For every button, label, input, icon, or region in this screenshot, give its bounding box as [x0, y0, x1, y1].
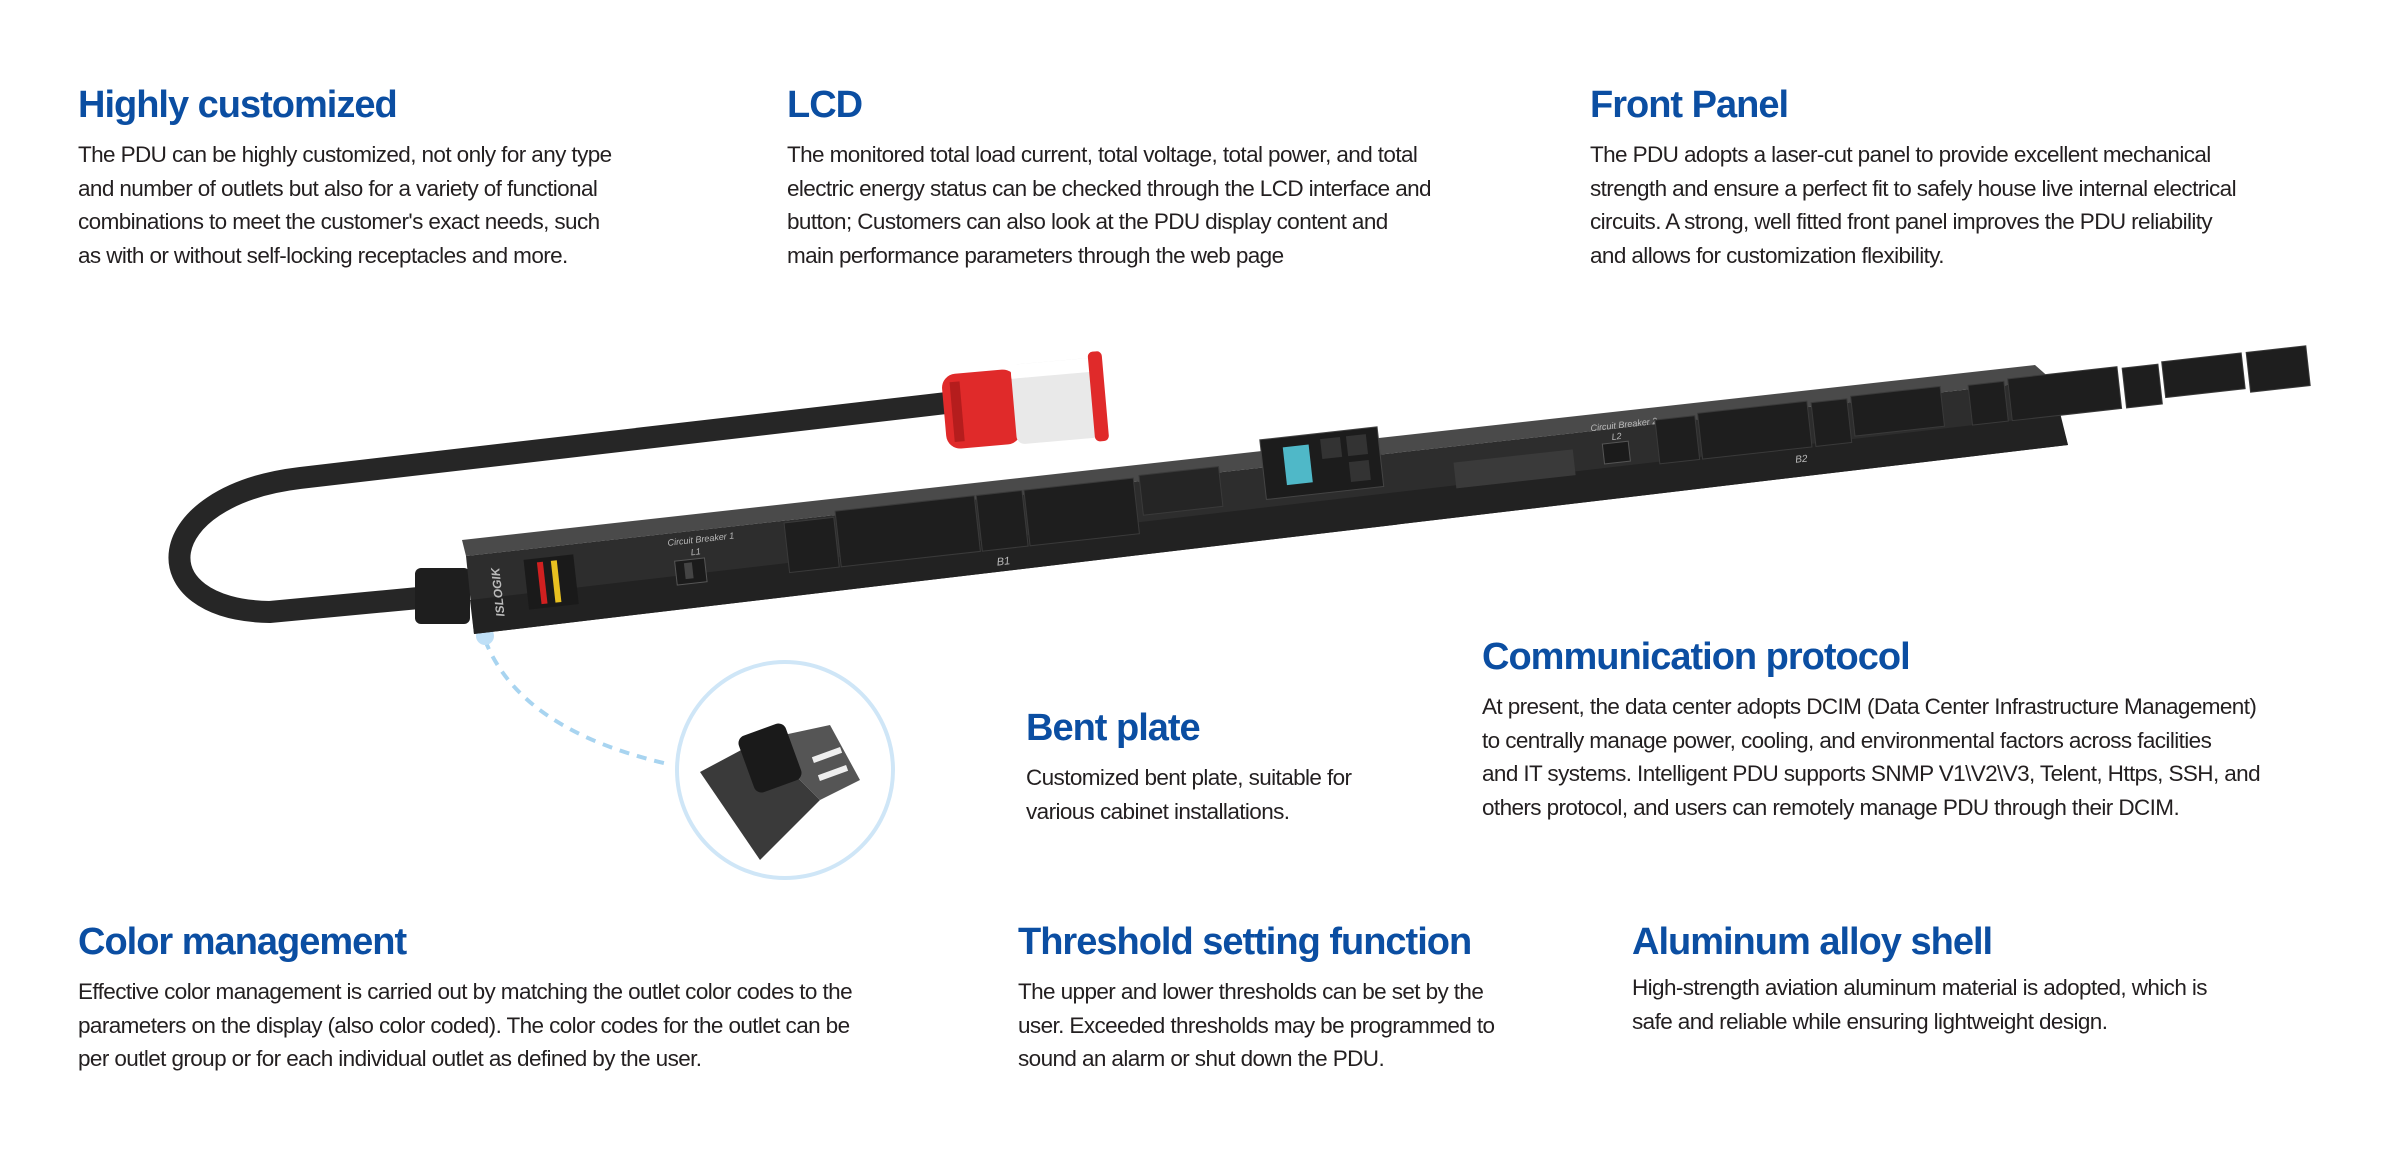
network-port[interactable] — [1345, 434, 1369, 457]
cable-gland — [415, 568, 470, 624]
section-text: and number of outlets but also for a var… — [78, 175, 598, 201]
section-text: electric energy status can be checked th… — [787, 175, 1432, 201]
section-communication-protocol: Communication protocol At present, the d… — [1482, 634, 2261, 824]
bent-plate-icon — [700, 723, 860, 860]
section-text: button; Customers can also look at the P… — [787, 209, 1388, 235]
section-aluminum-alloy-shell: Aluminum alloy shell High-strength aviat… — [1632, 919, 2208, 1038]
section-title: Highly customized — [78, 84, 398, 126]
section-text: user. Exceeded thresholds may be program… — [1018, 1012, 1495, 1038]
section-lcd: LCD The monitored total load current, to… — [787, 82, 1432, 272]
section-text: sound an alarm or shut down the PDU. — [1018, 1046, 1385, 1072]
section-front-panel: Front Panel The PDU adopts a laser-cut p… — [1590, 82, 2237, 272]
section-title: Threshold setting function — [1018, 921, 1472, 963]
section-text: At present, the data center adopts DCIM … — [1482, 694, 2257, 719]
section-title: Aluminum alloy shell — [1632, 921, 1993, 963]
section-title: Color management — [78, 921, 407, 963]
brand-logo: ISLOGIK — [488, 566, 508, 618]
outlet-bank-b2 — [1654, 385, 1946, 465]
breaker2-phase: L2 — [1611, 431, 1622, 442]
lcd-screen — [1282, 444, 1313, 486]
section-title: Communication protocol — [1482, 636, 1911, 678]
section-title: LCD — [787, 84, 863, 126]
section-text: combinations to meet the customer's exac… — [78, 209, 600, 235]
network-port[interactable] — [1348, 459, 1371, 483]
section-threshold-setting: Threshold setting function The upper and… — [1018, 919, 1495, 1076]
section-text: various cabinet installations. — [1026, 798, 1290, 824]
section-text: others protocol, and users can remotely … — [1482, 794, 2180, 820]
section-text: The PDU adopts a laser-cut panel to prov… — [1590, 142, 2211, 167]
section-text: The PDU can be highly customized, not on… — [78, 142, 612, 167]
bank-b1-label: B1 — [996, 555, 1011, 568]
section-text: strength and ensure a perfect fit to saf… — [1590, 175, 2237, 201]
section-title: Front Panel — [1590, 84, 1789, 126]
section-text: High-strength aviation aluminum material… — [1632, 975, 2208, 1000]
section-text: The monitored total load current, total … — [787, 142, 1418, 167]
section-text: Customized bent plate, suitable for — [1026, 765, 1352, 790]
breaker1-phase: L1 — [690, 546, 701, 557]
section-bent-plate: Bent plate Customized bent plate, suitab… — [1026, 705, 1352, 828]
section-text: Effective color management is carried ou… — [78, 979, 853, 1004]
power-cable — [168, 391, 966, 624]
section-text: circuits. A strong, well fitted front pa… — [1590, 209, 2213, 235]
section-text: safe and reliable while ensuring lightwe… — [1632, 1008, 2108, 1034]
circuit-breaker-2[interactable] — [1601, 440, 1631, 465]
pdu-bottom-shade — [470, 415, 2068, 634]
bank-b2-label: B2 — [1795, 453, 1809, 465]
section-text: to centrally manage power, cooling, and … — [1482, 727, 2212, 753]
outlet-bank-b3 — [1967, 345, 2311, 426]
plug-connector — [942, 351, 1109, 449]
section-text: parameters on the display (also color co… — [78, 1012, 850, 1038]
section-text: The upper and lower thresholds can be se… — [1018, 979, 1484, 1004]
section-title: Bent plate — [1026, 707, 1201, 749]
section-highly-customized: Highly customized The PDU can be highly … — [78, 82, 612, 272]
callout-dashed-line — [483, 639, 669, 766]
section-text: per outlet group or for each individual … — [78, 1046, 702, 1072]
outlet-bank-b1 — [783, 466, 1224, 574]
section-text: main performance parameters through the … — [787, 242, 1284, 268]
warning-label — [523, 554, 579, 610]
section-text: as with or without self-locking receptac… — [78, 242, 568, 268]
section-text: and IT systems. Intelligent PDU supports… — [1482, 761, 2261, 787]
network-port[interactable] — [1320, 436, 1343, 460]
section-text: and allows for customization flexibility… — [1590, 242, 1944, 268]
rating-plate — [1453, 449, 1576, 489]
section-color-management: Color management Effective color managem… — [78, 919, 853, 1076]
